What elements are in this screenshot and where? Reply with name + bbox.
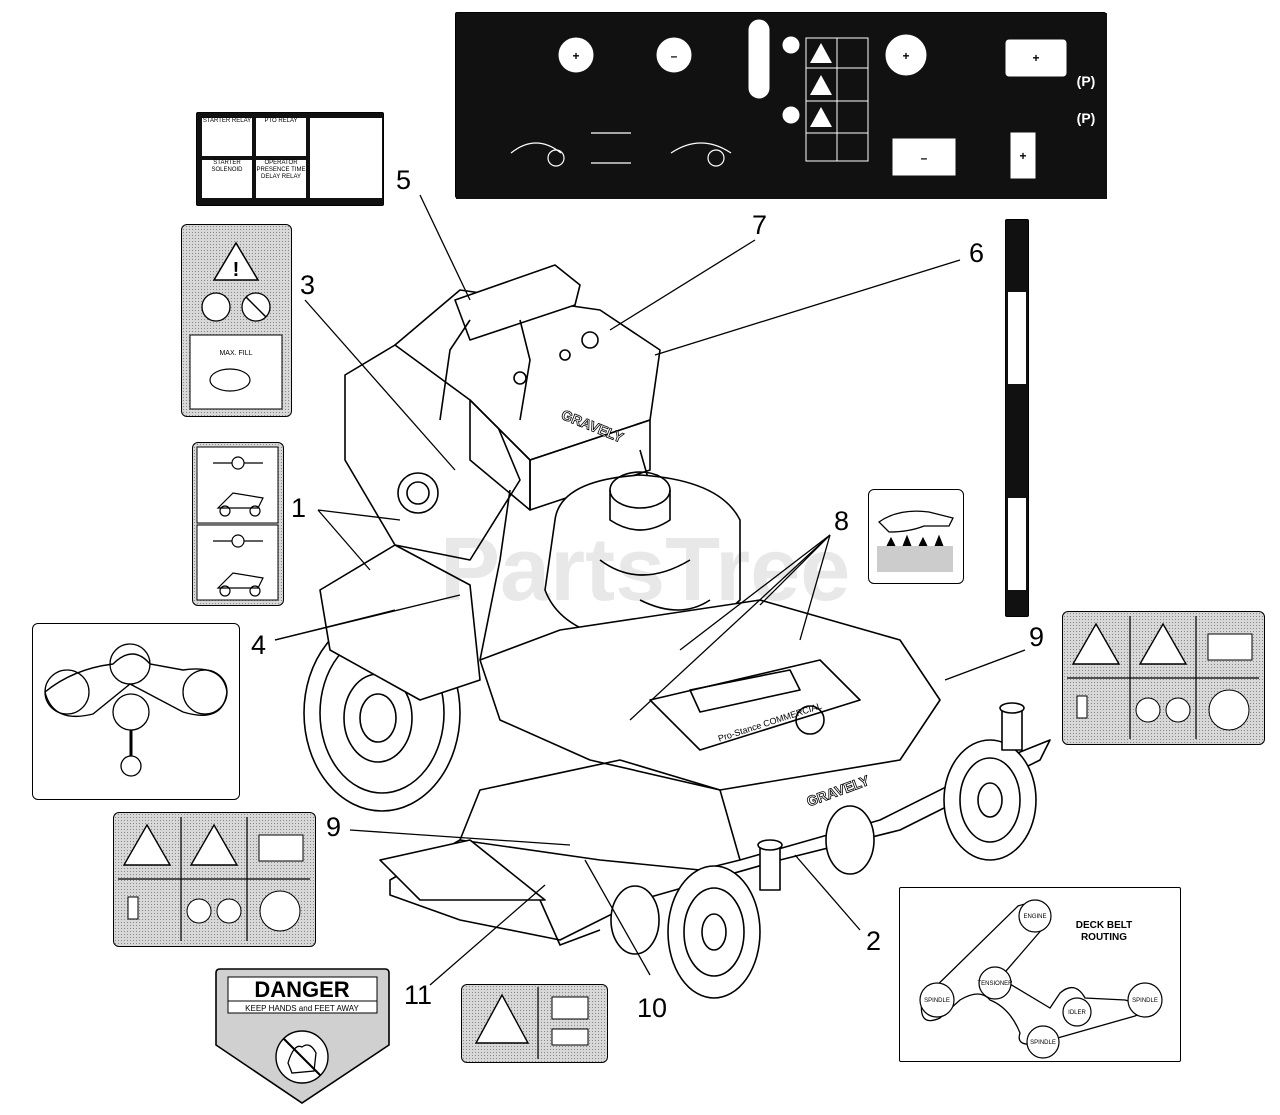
operator-distance-icon: [1076, 695, 1088, 719]
hot-surface-decal: [868, 489, 964, 584]
callout-5: 5: [396, 165, 412, 195]
hand-icon: [877, 510, 954, 533]
pulley-label-tensioner: TENSIONER: [977, 981, 1013, 987]
panel-minus-2: –: [921, 151, 928, 165]
warning-blade-icon: [474, 993, 530, 1044]
danger-title: DANGER: [254, 977, 349, 1002]
panel-plus-2: +: [902, 49, 909, 63]
callout-11: 11: [404, 980, 433, 1010]
warning-slope-icon: [189, 823, 239, 866]
mower-slope-icon: [258, 834, 304, 862]
warning-thrown-objects-icon: [122, 823, 172, 866]
oil-caption: MAX. FILL: [219, 350, 252, 357]
panel-minus-1: –: [671, 49, 678, 63]
danger-subtitle: KEEP HANDS and FEET AWAY: [245, 1004, 359, 1013]
deck-belt-title-1: DECK BELT: [1076, 920, 1132, 931]
deck-belt-routing-decal: DECK BELT ROUTING ENGINE TENSIONER SPIND…: [899, 887, 1181, 1062]
operator-distance-icon: [127, 896, 139, 920]
pulley-label-spindle-right: SPINDLE: [1132, 998, 1158, 1004]
relay-cell-pto: PTO RELAY: [256, 118, 306, 156]
danger-decal: DANGER KEEP HANDS and FEET AWAY: [214, 967, 391, 1105]
relay-decal: STARTER RELAY PTO RELAY STARTER SOLENOID…: [196, 112, 384, 206]
relay-cell-solenoid: STARTER SOLENOID: [202, 160, 252, 198]
callout-7: 7: [752, 210, 768, 240]
panel-plus-1: +: [572, 49, 579, 63]
relay-fuse-block: [310, 118, 382, 198]
warning-thrown-objects-icon: [1071, 622, 1121, 665]
fuel-warning-decal: ! MAX. FILL: [181, 224, 292, 417]
deck-logo: GRAVELY: [804, 772, 872, 810]
pulley-label-idler: IDLER: [1068, 1010, 1086, 1016]
relay-cell-operator: OPERATOR PRESENCE TIME DELAY RELAY: [256, 160, 306, 198]
height-gauge-decal: [1005, 219, 1029, 617]
callout-4: 4: [251, 630, 267, 660]
blade-engage-icon: [551, 996, 589, 1020]
no-riders-icon: [1135, 697, 1161, 723]
callout-9-right: 9: [1029, 622, 1045, 652]
callout-10: 10: [637, 993, 668, 1023]
relay-cell-starter: STARTER RELAY: [202, 118, 252, 156]
no-riders-icon: [186, 898, 212, 924]
pulley-label-spindle-left: SPINDLE: [924, 998, 950, 1004]
callout-1: 1: [291, 493, 307, 523]
pulley-label-engine: ENGINE: [1023, 914, 1046, 920]
fuel-tank-icon: [209, 368, 251, 392]
safety-decal-right: [1062, 611, 1265, 745]
svg-text:!: !: [233, 259, 240, 281]
panel-p-label-2: (P): [1077, 110, 1096, 126]
callout-2: 2: [866, 926, 882, 956]
blade-stop-icon: [551, 1028, 589, 1046]
safety-decal-left: [113, 812, 316, 947]
warning-triangle-icon: [212, 241, 260, 281]
mower-slope-icon: [1207, 633, 1253, 661]
engine-pulley-icon: [1018, 899, 1052, 933]
blade-warning-decal: [461, 984, 608, 1063]
tensioner-pulley-icon: [978, 966, 1012, 1000]
panel-plus-4: +: [1019, 149, 1026, 163]
watermark: PartsTree: [440, 520, 850, 620]
control-panel-decal: + – + + – + (P) (P): [455, 12, 1107, 199]
callout-6: 6: [969, 238, 985, 268]
panel-plus-3: +: [1032, 51, 1039, 65]
tensioner-pulley-icon: [120, 755, 142, 777]
warning-slope-icon: [1138, 622, 1188, 665]
panel-p-label-1: (P): [1077, 73, 1096, 89]
manual-icon-right: [1208, 689, 1250, 731]
callout-8: 8: [834, 506, 850, 536]
callout-3: 3: [300, 270, 316, 300]
callout-9-left: 9: [326, 812, 342, 842]
manual-icon-left: [259, 890, 301, 932]
manual-icon: [201, 292, 231, 322]
deck-belt-title-2: ROUTING: [1081, 932, 1127, 943]
pump-belt-decal: [32, 623, 240, 800]
operator-decal: [192, 442, 284, 606]
pulley-label-spindle-center: SPINDLE: [1030, 1040, 1056, 1046]
